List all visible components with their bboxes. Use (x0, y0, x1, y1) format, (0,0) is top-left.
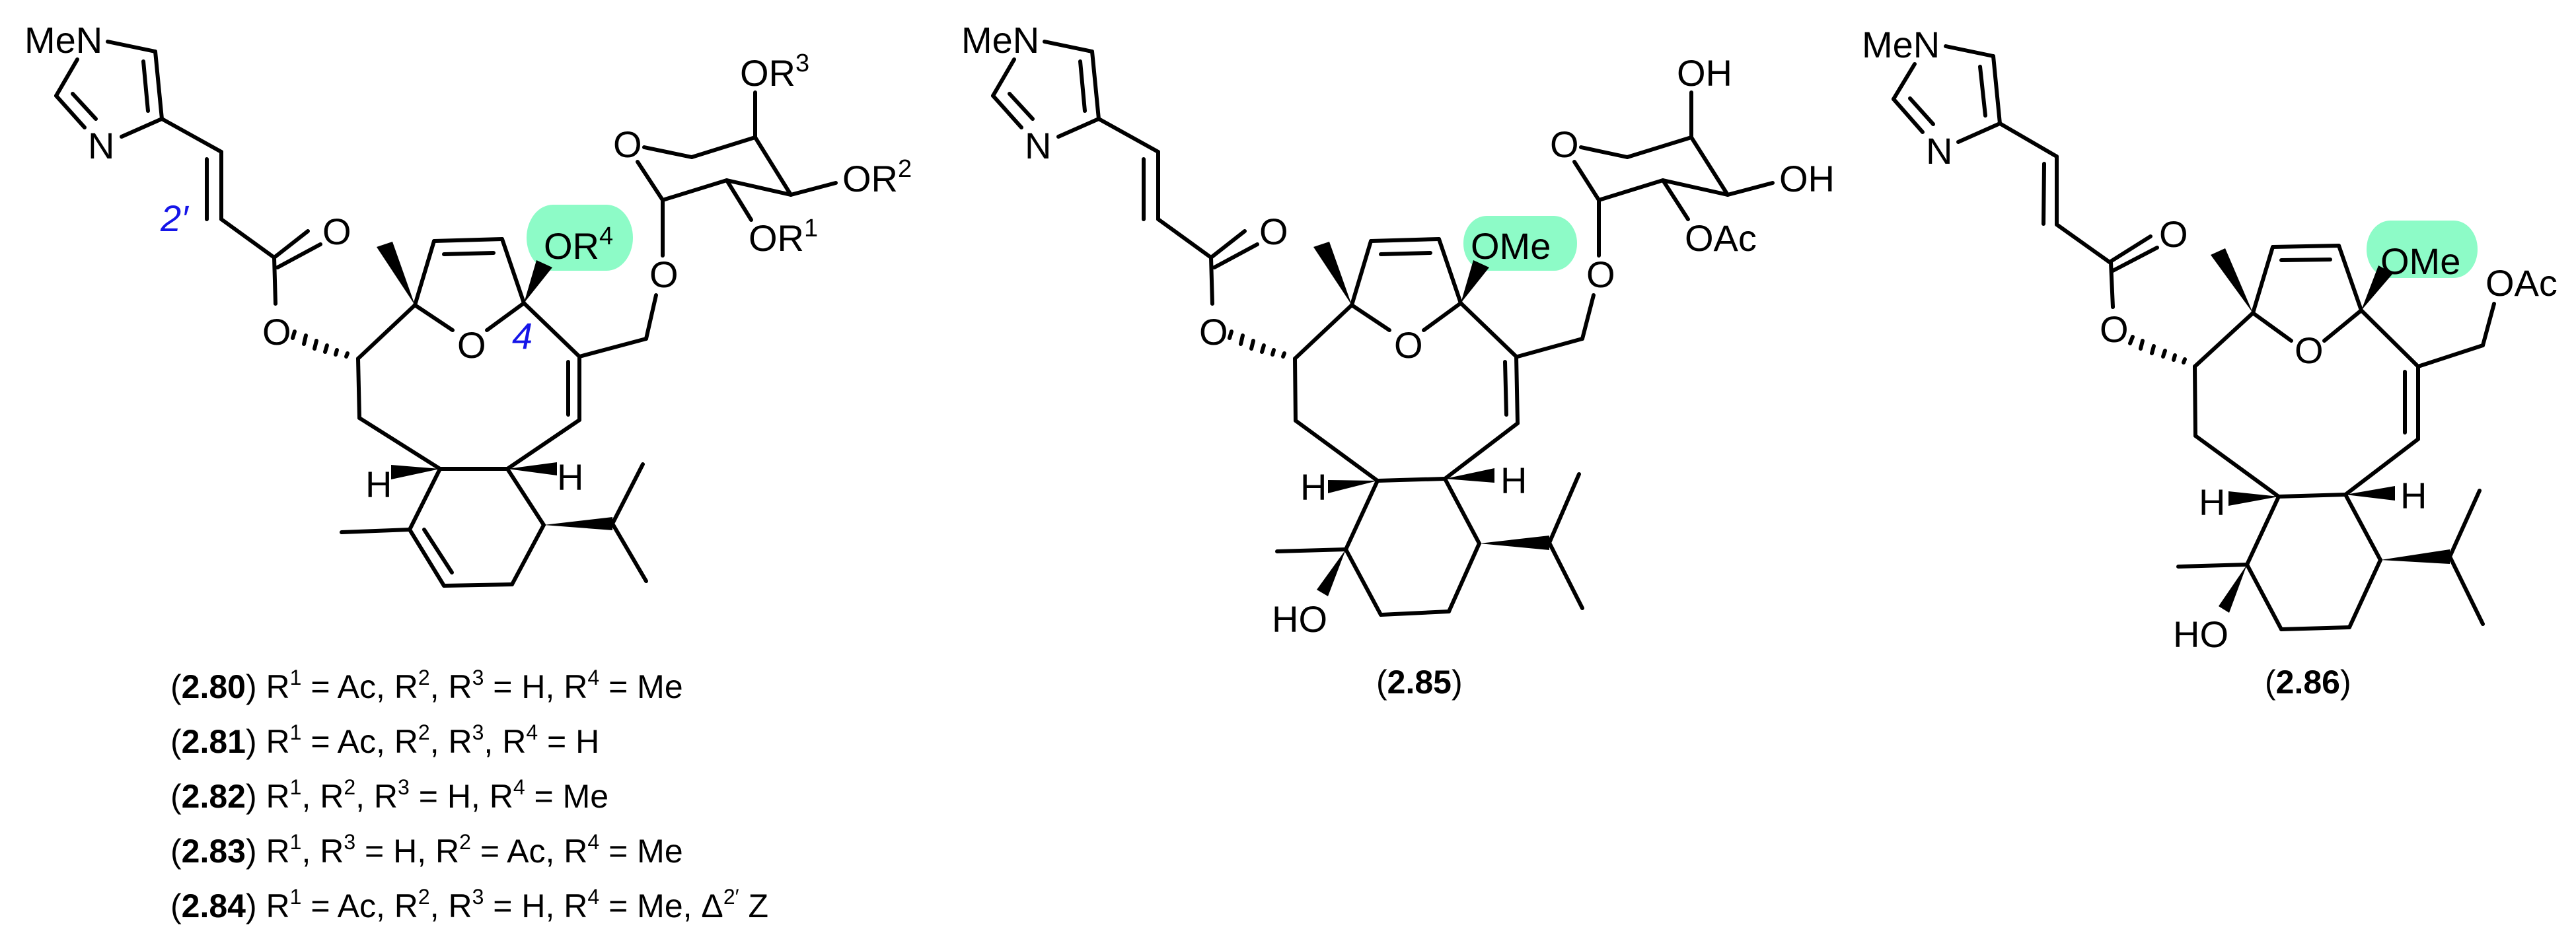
imidazole-n-label: N (1025, 125, 1051, 166)
xylose-ring (1572, 90, 1775, 258)
compound-number: 2.80 (181, 668, 246, 705)
core-rings (340, 237, 658, 588)
methylamine-label: MeN (1862, 24, 1940, 65)
legend-line-2-80: (2.80) R1 = Ac, R2, R3 = H, R4 = Me (170, 666, 683, 705)
ester-o-label: O (2100, 308, 2129, 350)
oh-top-label: OH (1677, 52, 1732, 94)
oac-label: OAc (1685, 217, 1757, 259)
compound-number: 2.84 (181, 887, 246, 924)
hydroxyl-label: HO (1272, 598, 1327, 640)
ester-o-label: O (262, 311, 291, 353)
methylamine-label: MeN (961, 19, 1039, 61)
ring-o-label: O (1394, 324, 1423, 366)
h-left-label: H (1300, 466, 1327, 508)
or4-label: OR4 (544, 223, 613, 267)
compound-number: 2.83 (181, 833, 246, 870)
or3-label: OR3 (740, 50, 809, 94)
caption-2-85: (2.85) (1376, 664, 1463, 701)
glycoside-o-label: O (649, 254, 679, 295)
compound-number: 2.82 (181, 778, 246, 815)
hashed-bond (291, 330, 350, 359)
carbonyl-o-label: O (2159, 213, 2188, 255)
hydroxyl-label: HO (2173, 613, 2228, 655)
legend-line-2-82: (2.82) R1, R2, R3 = H, R4 = Me (170, 775, 609, 815)
sugar-ring-o-label: O (1550, 123, 1579, 165)
oac-label: OAc (2485, 262, 2558, 304)
core-rings (2176, 244, 2496, 631)
hashed-bond (1228, 330, 1286, 359)
imidazole-n-label: N (88, 125, 114, 166)
glycoside-o-label: O (1586, 254, 1615, 295)
imidazole-ring (1892, 44, 2002, 144)
oh-right-label: OH (1779, 158, 1835, 199)
highlight-ome (1463, 216, 1577, 271)
methylamine-label: MeN (24, 19, 102, 61)
carbonyl-o-label: O (1259, 211, 1288, 252)
or1-label: OR1 (749, 215, 818, 259)
legend-line-2-83: (2.83) R1, R3 = H, R2 = Ac, R4 = Me (170, 830, 683, 870)
xylose-ring (636, 90, 838, 258)
h-right-label: H (2400, 475, 2427, 516)
ring-o-label: O (2295, 330, 2324, 371)
sugar-ring-o-label: O (613, 123, 642, 165)
h-left-label: H (365, 464, 392, 505)
ester-o-label: O (1199, 311, 1228, 353)
compound-number: 2.81 (181, 723, 246, 760)
methoxy-wedge (524, 260, 552, 303)
imidazole-n-label: N (1926, 130, 1952, 172)
carbonyl-o-label: O (322, 211, 351, 252)
ome-label: OMe (2380, 240, 2460, 282)
imidazole-ring (991, 40, 1101, 139)
structure-2-85: MeN N O O (961, 19, 1835, 640)
highlight-ome (2367, 221, 2478, 278)
h-left-label: H (2199, 481, 2225, 523)
h-right-label: H (1500, 460, 1527, 501)
imidazole-ring (54, 40, 164, 139)
ring-o-label: O (457, 324, 486, 366)
locant-4: 4 (512, 315, 533, 357)
legend-line-2-81: (2.81) R1 = Ac, R2, R3, R4 = H (170, 720, 600, 760)
hashed-bond (2128, 335, 2187, 365)
structure-2-86: MeN N O O (1862, 24, 2558, 655)
caption-2-86: (2.86) (2265, 664, 2351, 701)
legend-line-2-84: (2.84) R1 = Ac, R2, R3 = H, R4 = Me, Δ2′… (170, 885, 769, 924)
methyl-wedge (377, 242, 415, 305)
or2-label: OR2 (842, 155, 912, 199)
core-rings (1275, 237, 1596, 617)
h-right-label: H (557, 456, 583, 498)
highlight-or4 (527, 205, 633, 271)
structure-2-80-series: MeN N 2′ O O (24, 19, 912, 588)
locant-2-prime: 2′ (160, 197, 190, 239)
ome-label: OMe (1471, 225, 1551, 267)
